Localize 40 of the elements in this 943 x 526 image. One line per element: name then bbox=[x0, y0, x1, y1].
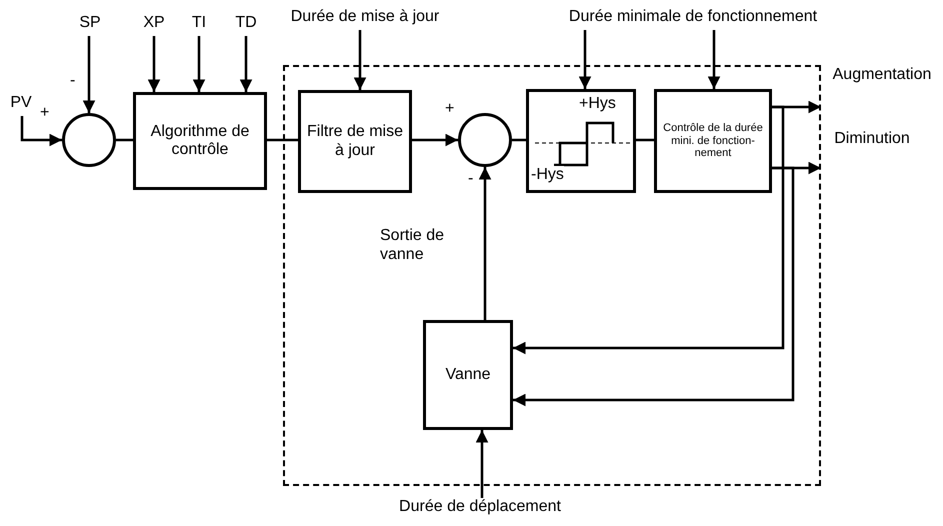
arrow bbox=[240, 36, 252, 92]
arrow bbox=[82, 36, 96, 113]
signal-label: Diminution bbox=[833, 130, 911, 148]
process-box bbox=[654, 89, 772, 193]
block-label: Vanne bbox=[444, 366, 492, 384]
sign-label: + bbox=[445, 100, 454, 118]
threshold-label: +Hys bbox=[579, 95, 616, 114]
sign-label: - bbox=[468, 170, 474, 188]
signal-label: XP bbox=[142, 14, 166, 32]
arrow bbox=[708, 30, 720, 89]
process-box bbox=[133, 92, 267, 190]
threshold-label: -Hys bbox=[531, 166, 564, 184]
signal-label: Durée minimale de fonctionnement bbox=[568, 8, 818, 26]
arrow bbox=[513, 166, 794, 406]
summing-junction bbox=[62, 113, 116, 167]
arrow bbox=[192, 36, 206, 92]
arrow bbox=[412, 134, 458, 146]
signal-label: TI bbox=[190, 14, 208, 32]
arrow bbox=[578, 30, 592, 89]
arrow bbox=[476, 430, 488, 498]
signal-label: SP bbox=[78, 14, 102, 32]
process-box bbox=[298, 90, 412, 193]
block-label: Filtre de mise à jour bbox=[306, 123, 404, 160]
arrow bbox=[20, 116, 62, 146]
signal-label: PV bbox=[9, 94, 33, 112]
signal-label: TD bbox=[234, 14, 258, 32]
arrow bbox=[148, 36, 160, 92]
block-label: Algorithme de contrôle bbox=[150, 122, 250, 160]
arrow bbox=[354, 30, 366, 90]
dashed-boundary bbox=[283, 65, 821, 486]
signal-label: Augmentation bbox=[832, 66, 932, 84]
signal-label: Durée de déplacement bbox=[398, 498, 562, 516]
arrow bbox=[513, 106, 784, 354]
sign-label: - bbox=[70, 72, 76, 90]
signal-label: Durée de mise à jour bbox=[290, 8, 440, 26]
process-box bbox=[423, 320, 513, 430]
arrow bbox=[478, 167, 492, 320]
summing-junction bbox=[458, 113, 512, 167]
sign-label: + bbox=[40, 104, 50, 122]
block-label: Contrôle de la durée mini. de fonction- nement bbox=[662, 122, 764, 160]
